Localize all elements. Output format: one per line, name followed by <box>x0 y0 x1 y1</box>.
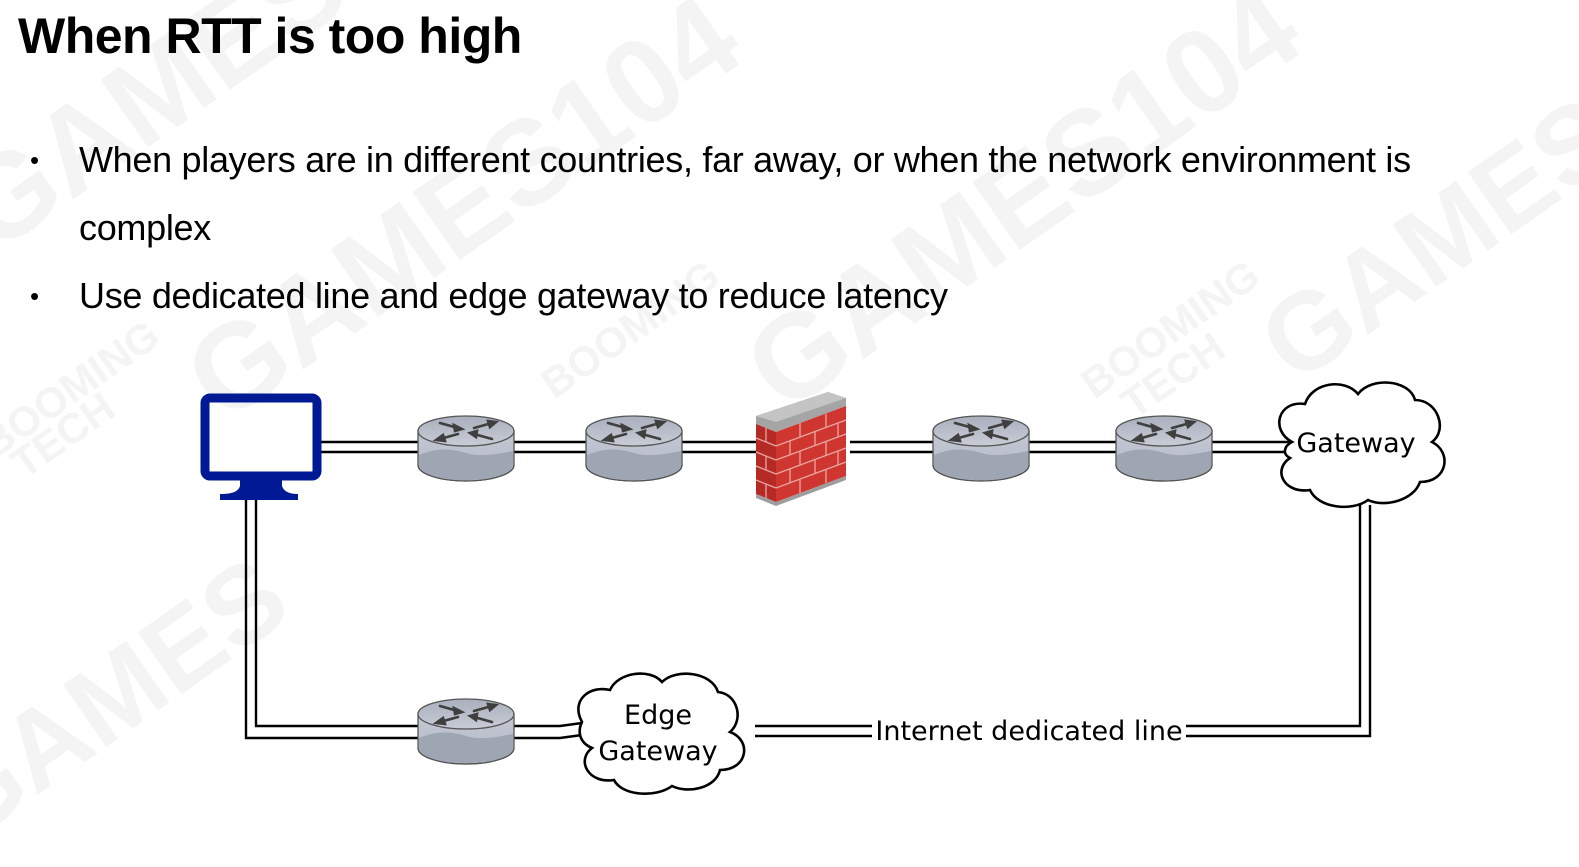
dedicated-line-label: Internet dedicated line <box>875 716 1182 747</box>
firewall-icon <box>755 392 847 506</box>
bullet-list: • When players are in different countrie… <box>0 126 1579 330</box>
edge-gateway-label-line2: Gateway <box>598 736 717 767</box>
bullet-item: • Use dedicated line and edge gateway to… <box>0 262 1579 330</box>
gateway-label: Gateway <box>1296 428 1415 459</box>
link-top-chain <box>320 440 1292 454</box>
edge-gateway-label-line1: Edge <box>624 700 692 731</box>
slide-title: When RTT is too high <box>18 8 522 64</box>
bullet-text: When players are in different countries,… <box>79 139 1411 248</box>
bullet-text: Use dedicated line and edge gateway to r… <box>79 275 948 316</box>
link-monitor-to-edge-router <box>244 500 420 740</box>
monitor-icon <box>200 393 322 500</box>
network-diagram: Gateway Edge Gateway Internet dedicated … <box>200 381 1446 796</box>
link-router-to-edge-gateway <box>512 721 583 740</box>
edge-gateway-cloud-icon: Edge Gateway <box>577 672 746 796</box>
router-icon <box>416 414 516 483</box>
router-icon <box>584 414 684 483</box>
bullet-item: • When players are in different countrie… <box>0 126 1579 262</box>
bullet-marker: • <box>30 281 39 311</box>
router-icon <box>931 414 1031 483</box>
router-icon <box>416 697 516 766</box>
bullet-marker: • <box>30 145 39 175</box>
router-icon <box>1114 414 1214 483</box>
link-dedicated-line <box>755 505 1372 738</box>
gateway-cloud-icon: Gateway <box>1278 381 1446 509</box>
